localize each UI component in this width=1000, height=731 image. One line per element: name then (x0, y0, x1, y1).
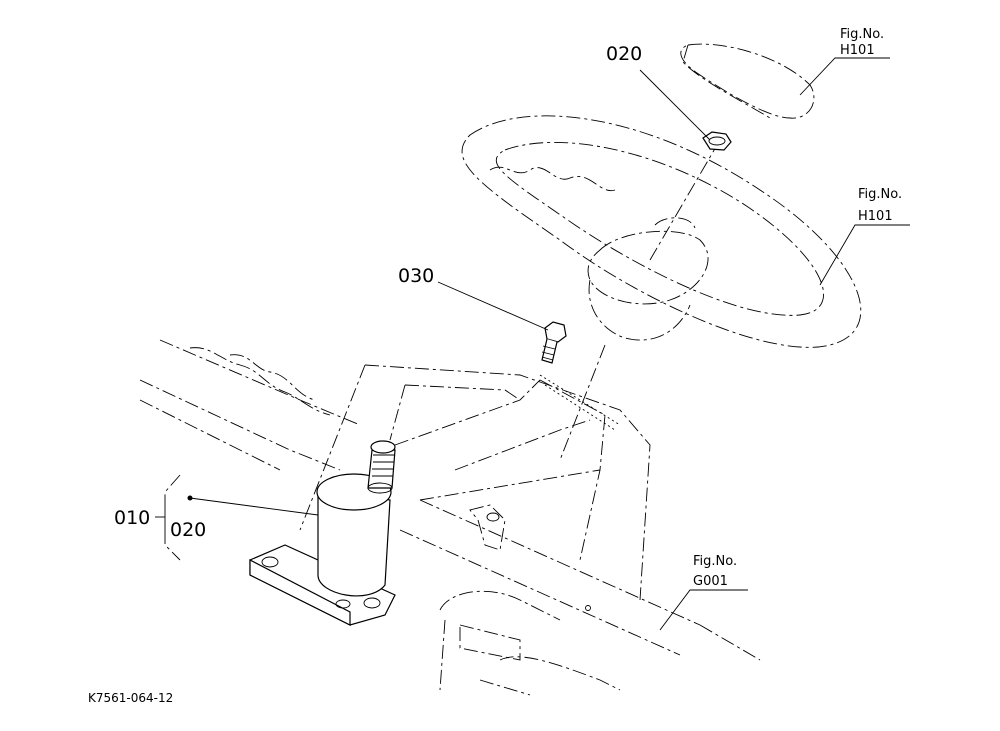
fig-ref-g001-line2: G001 (693, 574, 728, 589)
callout-010: 010 (114, 507, 150, 529)
steering-unit-010 (249, 440, 396, 626)
frame-phantom (139, 339, 761, 696)
nut-020 (702, 131, 732, 151)
bolt-030 (541, 321, 567, 364)
fig-ref-h101-top-line2: H101 (840, 43, 875, 58)
fig-ref-h101-mid-line1: Fig.No. (858, 187, 902, 202)
steering-wheel-phantom (461, 115, 862, 461)
wheel-cap-phantom (680, 43, 815, 119)
callout-020-top: 020 (606, 43, 642, 65)
callout-020-bottom: 020 (170, 519, 206, 541)
leader-lines (155, 57, 910, 631)
fig-ref-h101-top-line1: Fig.No. (840, 27, 884, 42)
fig-ref-g001-line1: Fig.No. (693, 554, 737, 569)
fig-ref-h101-mid-line2: H101 (858, 209, 893, 224)
callout-030: 030 (398, 265, 434, 287)
drawing-code: K7561-064-12 (88, 691, 173, 705)
